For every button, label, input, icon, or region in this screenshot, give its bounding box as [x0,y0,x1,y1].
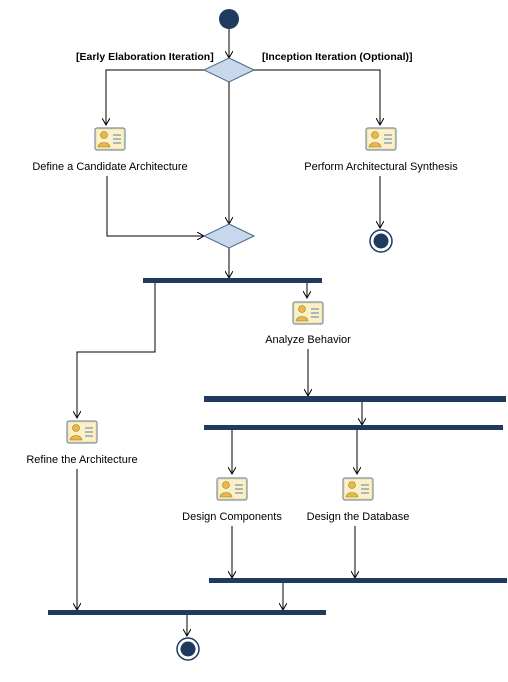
activity-define-candidate-architecture[interactable]: Define a Candidate Architecture [32,161,187,173]
initial-node [219,9,239,29]
activity-refine-the-architecture[interactable]: Refine the Architecture [26,454,137,466]
final-node-inner [180,641,196,657]
activity-icon [342,477,374,501]
fork-bar-main [143,278,322,283]
final-node-synthesis-inner [373,233,389,249]
activity-perform-architectural-synthesis[interactable]: Perform Architectural Synthesis [304,161,458,173]
flow-candidate-merge [106,176,204,236]
activity-design-the-database[interactable]: Design the Database [307,511,410,523]
activity-icon [66,420,98,444]
join-bar-design [209,578,507,583]
guard-inception: [Inception Iteration (Optional)] [262,51,413,63]
merge-node [202,223,256,249]
activity-analyze-behavior[interactable]: Analyze Behavior [265,334,351,346]
flow-to-synthesis [254,69,380,125]
activity-icon [216,477,248,501]
activity-design-components[interactable]: Design Components [182,511,282,523]
join-bar-final [48,610,326,615]
guard-early-elaboration: [Early Elaboration Iteration] [76,51,214,63]
flow-to-candidate [106,69,204,125]
join-bar-analyze [204,396,506,402]
fork-bar-design [204,425,503,430]
activity-icon [292,301,324,325]
flow-fork-refine [77,283,156,418]
activity-icon [365,127,397,151]
activity-icon [94,127,126,151]
